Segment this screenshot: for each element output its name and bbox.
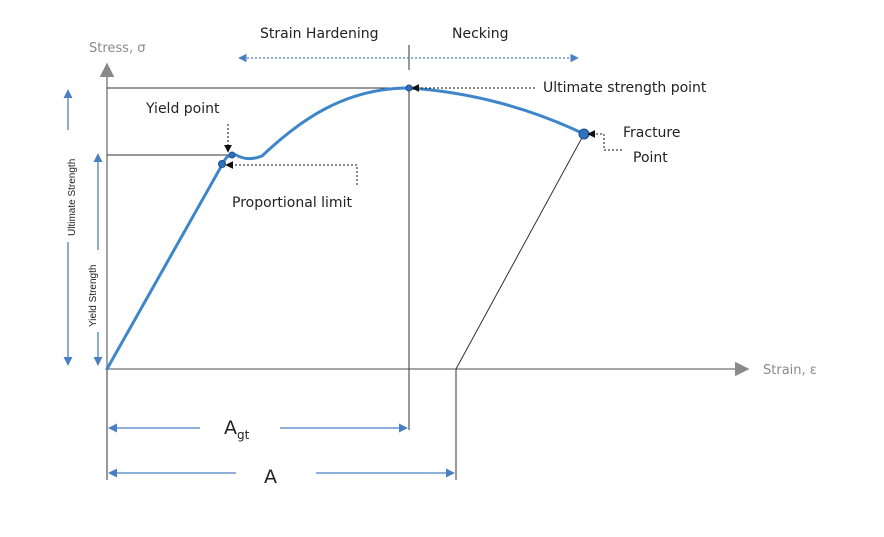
fracture-label-line2: Point [633, 150, 668, 166]
proportional-limit-point [218, 160, 226, 168]
yield-strength-label-bg [89, 250, 106, 332]
necking-label: Necking [452, 26, 509, 42]
ultimate-strength-side-label: Ultimate Strength [67, 159, 78, 236]
unloading-line [455, 133, 585, 370]
agt-label-bg [200, 412, 280, 442]
stress-strain-curve [105, 86, 586, 371]
ultimate-strength-label-bg [60, 130, 78, 242]
yield-point-marker [228, 151, 236, 159]
fracture-point-marker [578, 128, 590, 140]
fracture-label-line1: Fracture [623, 125, 681, 141]
proportional-limit-label: Proportional limit [232, 195, 352, 211]
ultimate-strength-point-label: Ultimate strength point [543, 80, 707, 96]
strain-hardening-label: Strain Hardening [260, 26, 379, 42]
ultimate-point-marker [405, 84, 413, 92]
a-label-bg [236, 457, 316, 487]
yield-point-label: Yield point [145, 101, 220, 117]
yield-strength-side-label: Yield Strength [88, 265, 99, 327]
fracture-annotation-leader [587, 130, 622, 151]
x-axis-label: Strain, ε [763, 363, 817, 378]
y-axis-label: Stress, σ [89, 41, 145, 56]
a-label: A [264, 466, 277, 488]
proportional-annotation-leader [225, 161, 358, 185]
agt-label-subscript: gt [237, 428, 250, 442]
agt-label: Agt [224, 417, 250, 442]
agt-label-main: A [224, 417, 237, 439]
